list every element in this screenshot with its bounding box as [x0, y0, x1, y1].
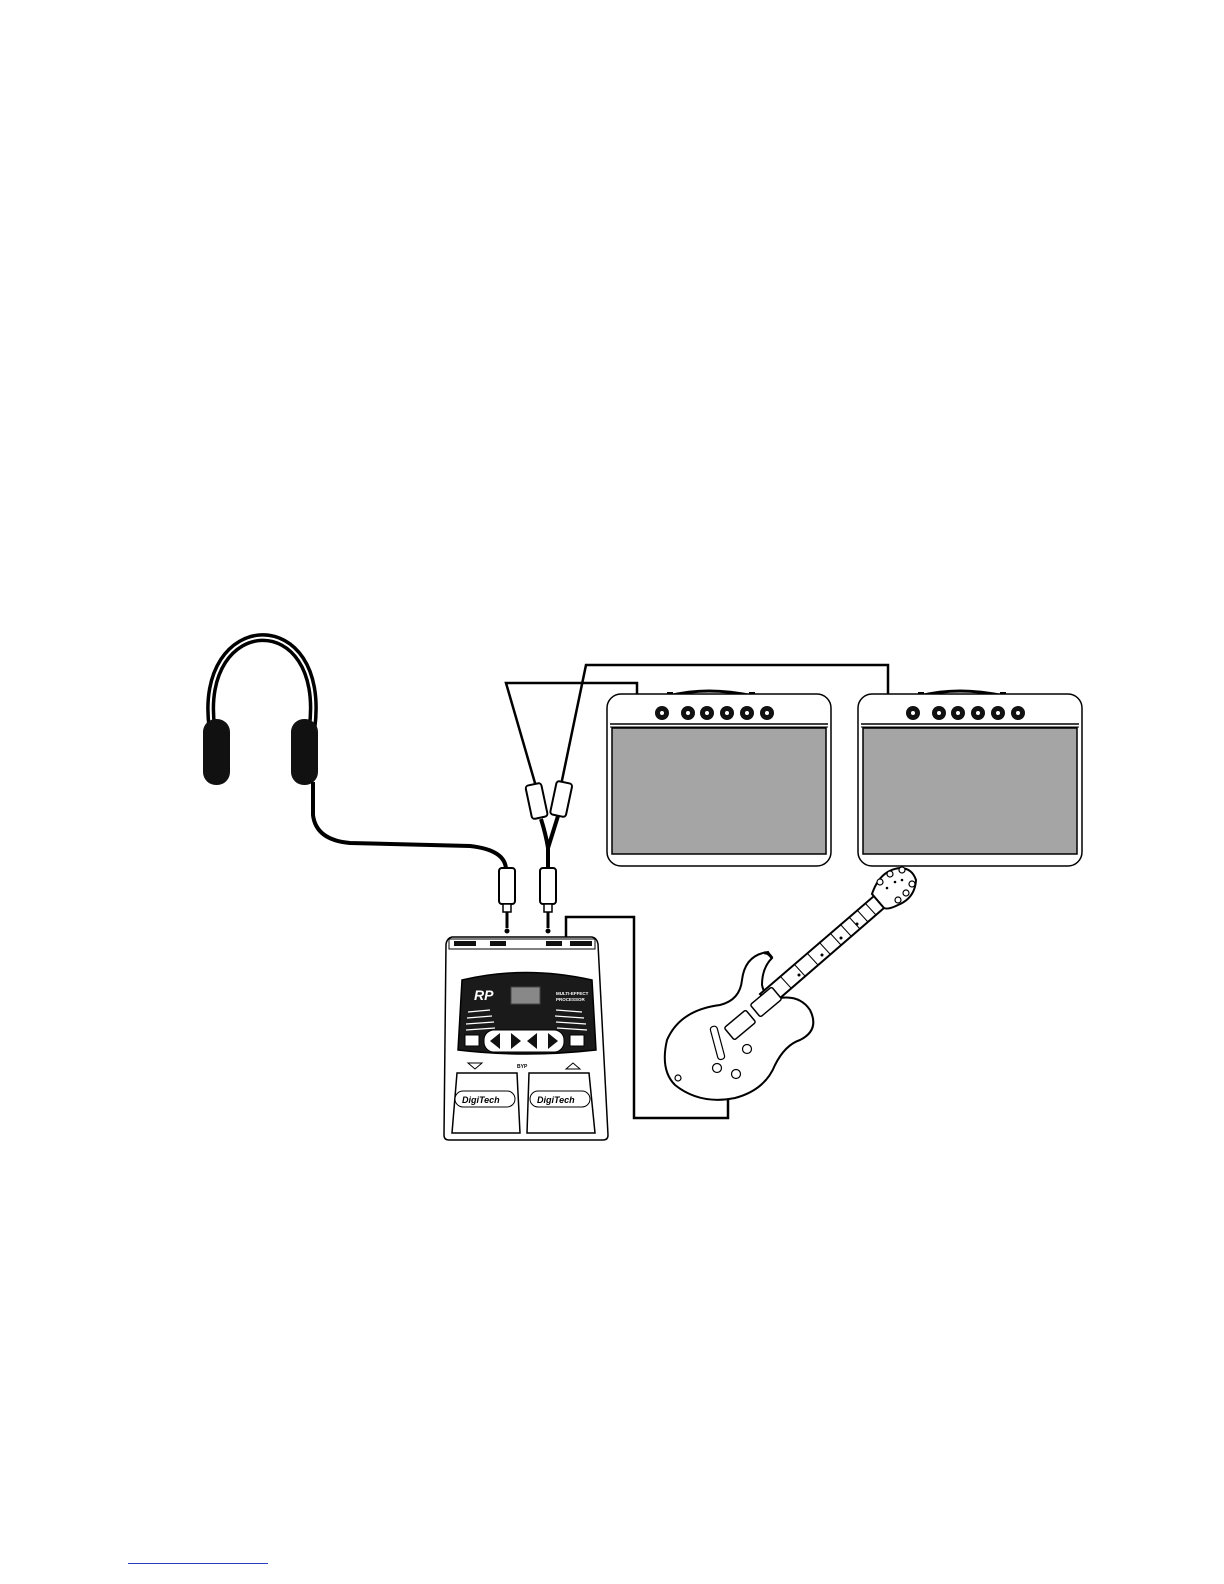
processor-subtitle-line2: PROCESSOR [556, 997, 586, 1002]
processor-logo: RP [474, 987, 494, 1003]
footswitch-brand-left: DigiTech [462, 1095, 500, 1105]
amplifier-icon [607, 691, 831, 866]
footnote-rule [128, 1563, 268, 1564]
footswitch-brand-right: DigiTech [537, 1095, 575, 1105]
effects-processor-icon: RP MULTI-EFFECT PROCESSOR BYP DigiTech D… [444, 937, 608, 1140]
headphones-icon [203, 638, 506, 870]
footswitch-center-label: BYP [517, 1064, 528, 1070]
guitar-icon [665, 867, 916, 1100]
processor-subtitle-line1: MULTI-EFFECT [556, 991, 589, 996]
amplifier-icon [858, 691, 1082, 866]
headphone-plug [499, 868, 515, 934]
